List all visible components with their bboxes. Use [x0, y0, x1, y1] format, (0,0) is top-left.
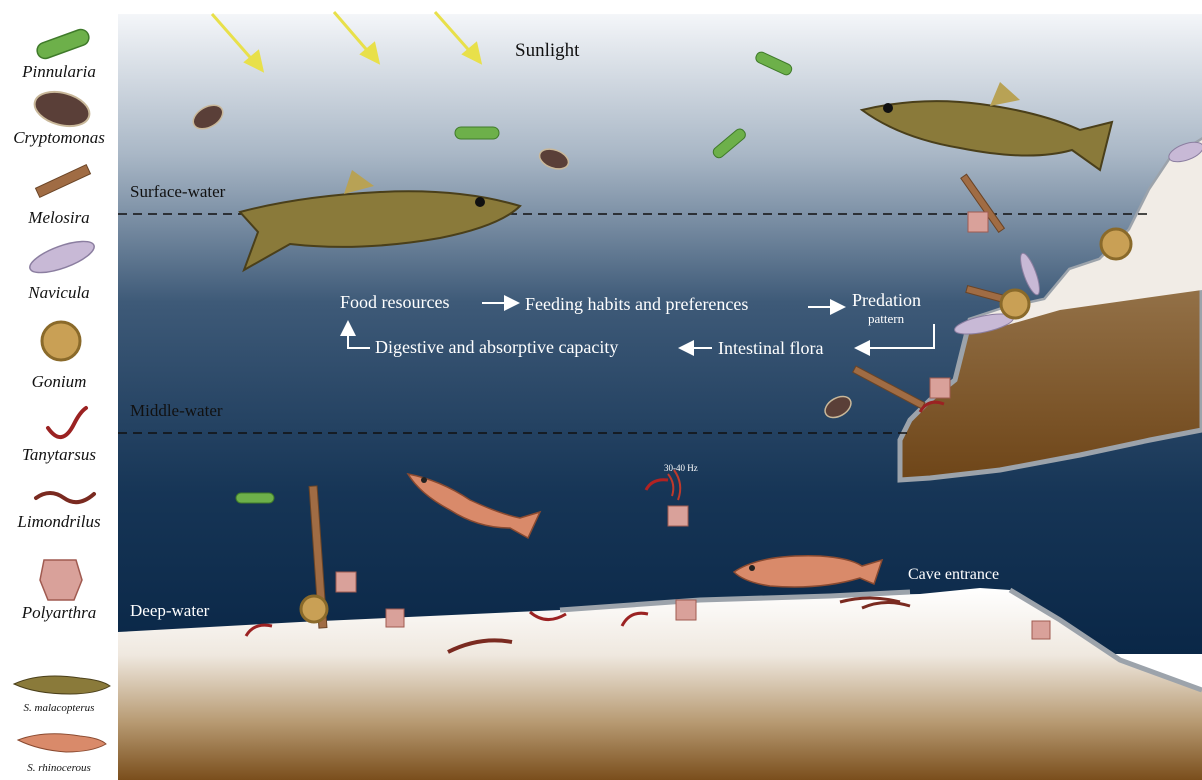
- flow-predation: Predation: [852, 290, 921, 311]
- s-malacopterus-icon: [14, 676, 110, 694]
- legend-label-navicula: Navicula: [0, 283, 118, 303]
- polyarthra-icon: [668, 506, 688, 526]
- legend-label-s-rhinocerous: S. rhinocerous: [0, 762, 118, 774]
- navicula-icon: [26, 235, 97, 279]
- cave-entrance-label: Cave entrance: [908, 566, 999, 584]
- legend-label-cryptomonas: Cryptomonas: [0, 128, 118, 148]
- flow-food-resources: Food resources: [340, 292, 449, 313]
- legend-label-gonium: Gonium: [0, 372, 118, 392]
- gonium-icon: [1101, 229, 1131, 259]
- gonium-icon: [1001, 290, 1029, 318]
- legend-label-tanytarsus: Tanytarsus: [0, 445, 118, 465]
- gonium-icon: [42, 322, 80, 360]
- polyarthra-icon: [1032, 621, 1050, 639]
- cryptomonas-icon: [31, 86, 93, 131]
- flow-predation-pattern: pattern: [868, 311, 904, 327]
- polyarthra-icon: [968, 212, 988, 232]
- s-rhinocerous-icon: [18, 734, 106, 752]
- polyarthra-icon: [336, 572, 356, 592]
- polyarthra-icon: [676, 600, 696, 620]
- flow-feeding-habits: Feeding habits and preferences: [525, 294, 748, 315]
- flow-digestive-capacity: Digestive and absorptive capacity: [375, 337, 618, 358]
- legend-label-pinnularia: Pinnularia: [0, 62, 118, 82]
- frequency-label: 30-40 Hz: [664, 463, 698, 473]
- pinnularia-icon: [455, 127, 499, 139]
- legend-label-limondrilus: Limondrilus: [0, 512, 118, 532]
- sunlight-label: Sunlight: [515, 40, 579, 62]
- polyarthra-icon: [930, 378, 950, 398]
- pinnularia-icon: [35, 27, 91, 61]
- zone-label-deep: Deep-water: [130, 601, 209, 621]
- flow-intestinal-flora: Intestinal flora: [718, 338, 823, 359]
- melosira-icon: [36, 165, 91, 198]
- polyarthra-icon: [40, 560, 82, 600]
- zone-label-middle: Middle-water: [130, 401, 223, 421]
- polyarthra-icon: [386, 609, 404, 627]
- gonium-icon: [301, 596, 327, 622]
- limondrilus-icon: [36, 493, 94, 502]
- zone-label-surface: Surface-water: [130, 182, 225, 202]
- legend-label-melosira: Melosira: [0, 208, 118, 228]
- legend-label-s-malacopterus: S. malacopterus: [0, 702, 118, 714]
- pinnularia-icon: [236, 493, 274, 503]
- legend-label-polyarthra: Polyarthra: [0, 603, 118, 623]
- tanytarsus-icon: [48, 408, 86, 437]
